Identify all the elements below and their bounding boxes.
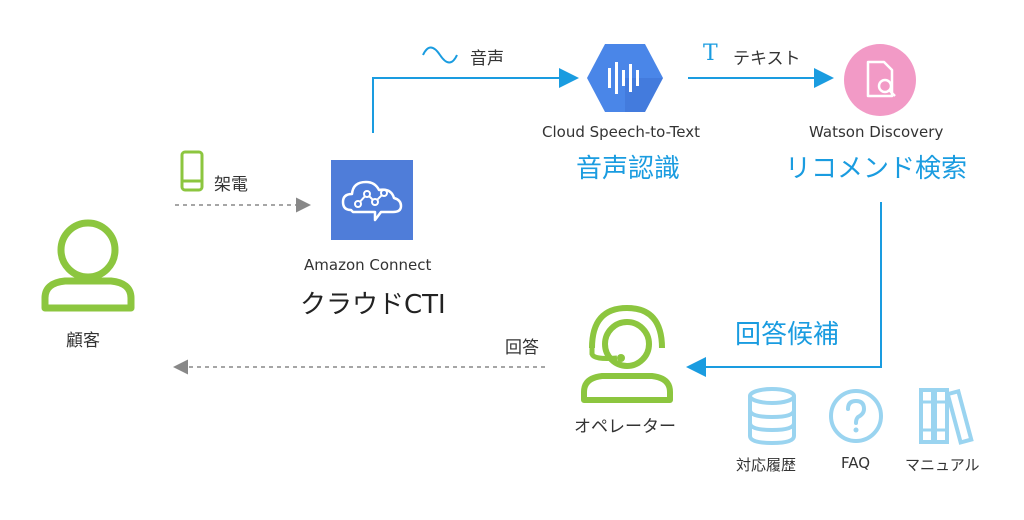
resource-label-history: 対応履歴 xyxy=(736,456,797,474)
answer-label: 回答 xyxy=(505,338,539,358)
operator-label: オペレーター xyxy=(574,417,676,437)
customer-label: 顧客 xyxy=(66,331,100,351)
speech-role-label: 音声認識 xyxy=(576,154,681,184)
cloud-cti-label: クラウドCTI xyxy=(300,290,446,320)
voice-arrow xyxy=(372,68,579,133)
speech-service-label: Cloud Speech-to-Text xyxy=(542,123,700,141)
database-icon xyxy=(748,387,796,446)
amazon-connect-label: Amazon Connect xyxy=(304,256,432,274)
cloud-chat-icon xyxy=(341,180,403,222)
smartphone-icon xyxy=(180,150,204,192)
wave-icon xyxy=(422,46,458,64)
document-search-icon xyxy=(844,44,916,116)
amazon-connect-icon-box xyxy=(331,160,413,240)
text-label: テキスト xyxy=(733,49,801,69)
candidates-label: 回答候補 xyxy=(735,320,840,350)
books-icon xyxy=(919,388,974,445)
resource-label-faq: FAQ xyxy=(841,454,871,472)
resource-label-manual: マニュアル xyxy=(905,456,980,474)
voice-label: 音声 xyxy=(470,49,504,69)
question-icon xyxy=(829,389,883,443)
speech-to-text-icon xyxy=(587,44,663,112)
person-icon xyxy=(41,219,135,312)
headset-person-icon xyxy=(581,304,673,403)
text-t-icon: T xyxy=(703,41,718,66)
discovery-role-label: リコメンド検索 xyxy=(785,154,968,184)
call-label: 架電 xyxy=(214,175,248,195)
candidates-arrow xyxy=(686,202,882,377)
discovery-service-label: Watson Discovery xyxy=(809,123,944,141)
